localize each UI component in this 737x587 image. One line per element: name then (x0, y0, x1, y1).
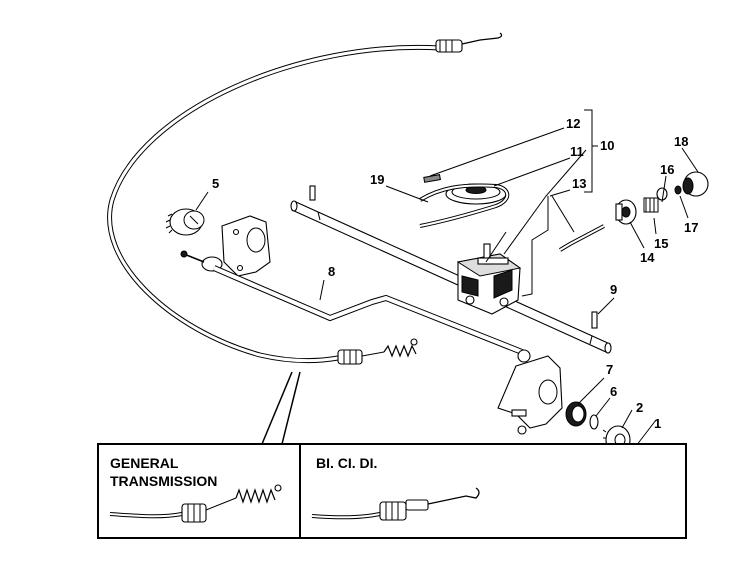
callout-12: 12 (566, 116, 580, 131)
callout-7: 7 (606, 362, 613, 377)
knob-clip (674, 185, 682, 195)
callout-13: 13 (572, 176, 586, 191)
callout-10: 10 (600, 138, 614, 153)
gearbox (456, 231, 522, 315)
knob-spring (643, 197, 659, 213)
knob-cap (682, 171, 709, 197)
shift-rod (212, 265, 524, 355)
bicidi-cable-end (311, 487, 480, 521)
callout-2: 2 (636, 400, 643, 415)
callout-17: 17 (684, 220, 698, 235)
left-pinion-gear (165, 208, 205, 236)
callout-18: 18 (674, 134, 688, 149)
drive-shaft (290, 200, 612, 354)
callout-19: 19 (370, 172, 384, 187)
pulley-bolt (423, 174, 441, 183)
callout-15: 15 (654, 236, 668, 251)
control-cable (107, 32, 503, 365)
knob-washer (656, 187, 668, 201)
callout-11: 11 (570, 144, 584, 159)
left-bracket (180, 215, 271, 277)
roll-pin (591, 311, 598, 329)
bearing (565, 401, 587, 427)
inset-panel: GENERAL TRANSMISSION BI. CI. DI. (97, 371, 687, 539)
inset-left-title-line1: GENERAL (110, 455, 179, 471)
knob-housing (615, 199, 637, 225)
callout-5: 5 (212, 176, 219, 191)
key-pin (309, 185, 316, 201)
callout-labels: 1 2 5 6 7 8 9 10 11 12 13 14 15 16 17 18… (212, 116, 698, 431)
callout-14: 14 (640, 250, 655, 265)
callout-16: 16 (660, 162, 674, 177)
inset-right-title: BI. CI. DI. (316, 455, 377, 471)
callout-1: 1 (654, 416, 661, 431)
callout-8: 8 (328, 264, 335, 279)
inset-left-title-line2: TRANSMISSION (110, 473, 217, 489)
callout-9: 9 (610, 282, 617, 297)
washer-6 (589, 414, 599, 430)
drive-pulley (418, 183, 510, 228)
callout-6: 6 (610, 384, 617, 399)
general-transmission-cable-end (109, 484, 282, 523)
right-bracket (497, 349, 563, 435)
leader-lines (195, 109, 699, 447)
engage-lever-rod (558, 224, 605, 252)
